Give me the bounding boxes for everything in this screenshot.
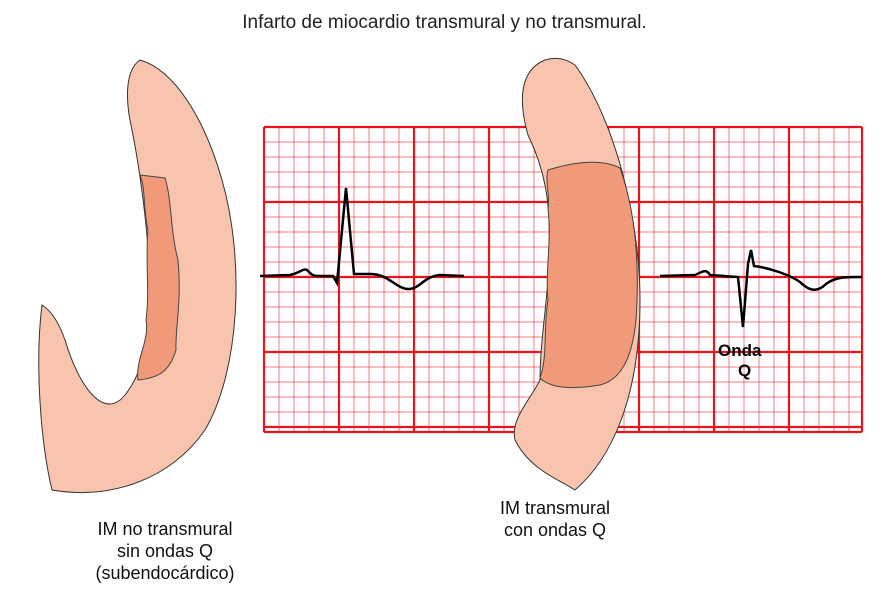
q-wave-label-line2: Q	[738, 361, 751, 380]
q-wave-label-line1: Onda	[718, 341, 762, 360]
caption-line: sin ondas Q	[116, 541, 214, 561]
transmural-heart-wall	[513, 57, 641, 491]
caption-line: IM no transmural	[97, 519, 233, 539]
ecg-trace-q-wave	[659, 249, 863, 328]
transmural-caption: IM transmural con ondas Q	[440, 497, 670, 541]
figure-title: Infarto de miocardio transmural y no tra…	[242, 12, 647, 33]
caption-line: IM transmural	[499, 498, 611, 518]
caption-line: (subendocárdico)	[95, 563, 235, 583]
ecg-trace-normal	[259, 187, 465, 291]
non-transmural-caption: IM no transmural sin ondas Q (subendocár…	[40, 518, 290, 584]
caption-line: con ondas Q	[503, 520, 607, 540]
non-transmural-heart-wall	[38, 59, 237, 493]
